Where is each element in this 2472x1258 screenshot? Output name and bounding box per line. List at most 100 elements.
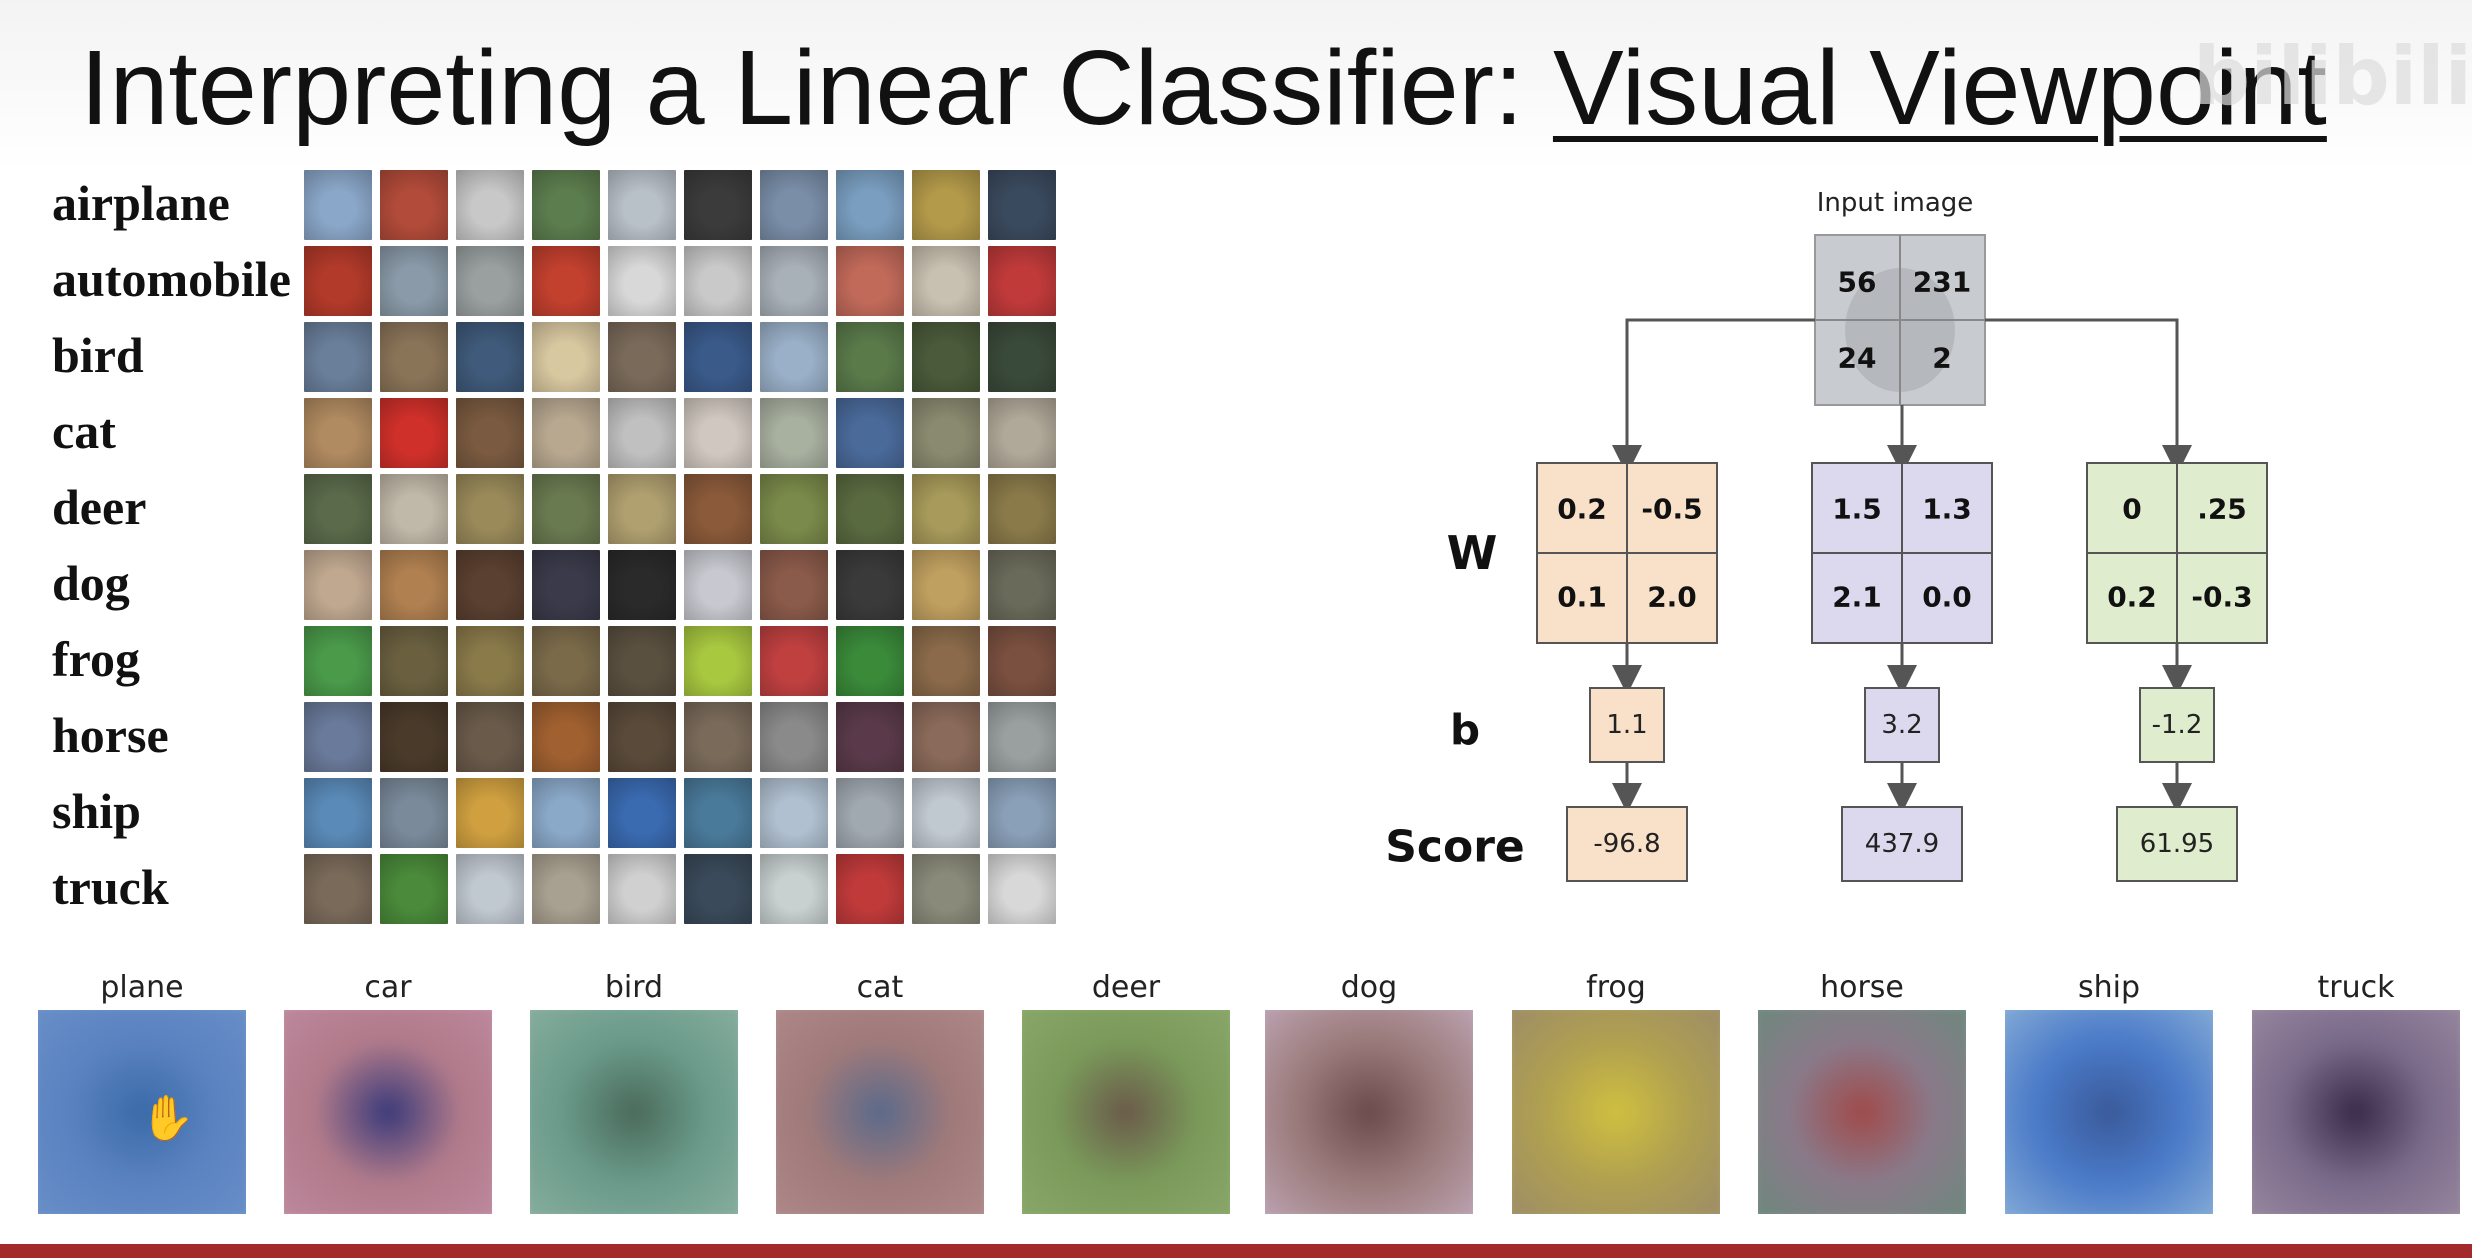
weight-value: 0 <box>2122 493 2141 526</box>
thumbnail-image <box>912 778 980 848</box>
thumbnail-image <box>684 550 752 620</box>
thumbnail-image <box>380 778 448 848</box>
thumbnail-image <box>532 778 600 848</box>
arrow-to-w1 <box>1612 318 1815 475</box>
thumbnail-image <box>456 626 524 696</box>
score-box <box>1841 806 1963 882</box>
slide-title-sub: Visual Viewpoint <box>1552 29 2327 147</box>
thumbnail-image <box>988 170 1056 240</box>
thumbnail-image <box>684 702 752 772</box>
template-label-ship: ship <box>2077 970 2141 1005</box>
weight-value: 0.2 <box>2107 581 2157 614</box>
thumbnail-image <box>912 550 980 620</box>
thumbnail-image <box>684 170 752 240</box>
thumbnail-image <box>988 778 1056 848</box>
score-box <box>1566 806 1688 882</box>
template-image-truck <box>2252 1010 2460 1214</box>
bias-value: 1.1 <box>1606 710 1647 740</box>
thumbnail-image <box>760 702 828 772</box>
thumbnail-image <box>988 702 1056 772</box>
thumbnail-image <box>456 550 524 620</box>
thumbnail-image <box>608 246 676 316</box>
thumbnail-image <box>760 398 828 468</box>
slide-title-main: Interpreting a Linear Classifier: <box>80 29 1553 147</box>
thumbnail-image <box>304 778 372 848</box>
weight-value: .25 <box>2197 493 2247 526</box>
thumbnail-image <box>912 702 980 772</box>
thumbnail-image <box>532 854 600 924</box>
template-blur <box>2252 1010 2460 1214</box>
thumbnail-image <box>836 246 904 316</box>
weight-value: 2.1 <box>1832 581 1882 614</box>
thumbnail-image <box>380 702 448 772</box>
thumbnail-image <box>380 170 448 240</box>
thumbnail-image <box>684 246 752 316</box>
thumb-row-bird <box>304 322 1064 392</box>
thumb-row-truck <box>304 854 1064 924</box>
thumbnail-image <box>760 778 828 848</box>
template-image-ship <box>2005 1010 2213 1214</box>
thumbnail-image <box>760 246 828 316</box>
weight-value: 1.5 <box>1832 493 1882 526</box>
score-box <box>2116 806 2238 882</box>
thumbnail-image <box>380 322 448 392</box>
template-label-frog: frog <box>1586 970 1646 1005</box>
bilibili-watermark: bilibili <box>2192 30 2472 123</box>
thumbnail-image <box>304 170 372 240</box>
input-pixel-value: 231 <box>1913 266 1971 299</box>
template-image-frog <box>1512 1010 1720 1214</box>
thumbnail-image <box>608 170 676 240</box>
template-label-bird: bird <box>604 970 664 1005</box>
thumb-row-deer <box>304 474 1064 544</box>
template-blur <box>1512 1010 1720 1214</box>
class-label-truck: truck <box>52 859 169 915</box>
bias-value: -1.2 <box>2152 710 2203 740</box>
thumb-row-dog <box>304 550 1064 620</box>
thumb-row-ship <box>304 778 1064 848</box>
template-label-dog: dog <box>1340 970 1398 1005</box>
template-image-plane <box>38 1010 246 1214</box>
thumbnail-image <box>456 398 524 468</box>
thumbnail-image <box>380 474 448 544</box>
template-blur <box>2005 1010 2213 1214</box>
w-label: W <box>1447 526 1498 580</box>
thumbnail-image <box>836 550 904 620</box>
thumbnail-image <box>456 246 524 316</box>
template-label-car: car <box>364 970 412 1005</box>
thumbnail-image <box>760 854 828 924</box>
thumbnail-image <box>988 474 1056 544</box>
thumbnail-image <box>608 702 676 772</box>
thumbnail-image <box>532 246 600 316</box>
thumbnail-image <box>760 170 828 240</box>
thumbnail-image <box>836 398 904 468</box>
thumbnail-image <box>532 474 600 544</box>
thumbnail-image <box>456 170 524 240</box>
thumbnail-image <box>760 626 828 696</box>
thumbnail-image <box>912 322 980 392</box>
thumbnail-image <box>608 778 676 848</box>
template-image-dog <box>1265 1010 1473 1214</box>
thumbnail-image <box>912 474 980 544</box>
thumbnail-image <box>608 474 676 544</box>
class-label-horse: horse <box>52 707 169 763</box>
class-label-ship: ship <box>52 783 141 839</box>
weight-value: 1.3 <box>1922 493 1972 526</box>
input-pixel-value: 24 <box>1838 342 1877 375</box>
arrow-to-w3 <box>1985 318 2192 475</box>
thumbnail-image <box>684 322 752 392</box>
input-pixel-value: 2 <box>1932 342 1951 375</box>
thumb-row-cat <box>304 398 1064 468</box>
thumbnail-image <box>836 474 904 544</box>
thumbnail-image <box>532 170 600 240</box>
slide-title: Interpreting a Linear Classifier: Visual… <box>80 30 2327 147</box>
weight-value: 2.0 <box>1647 581 1697 614</box>
template-image-deer <box>1022 1010 1230 1214</box>
thumbnail-image <box>684 854 752 924</box>
class-label-airplane: airplane <box>52 175 230 231</box>
thumbnail-image <box>836 854 904 924</box>
b-label: b <box>1450 706 1480 755</box>
template-blur <box>1758 1010 1966 1214</box>
